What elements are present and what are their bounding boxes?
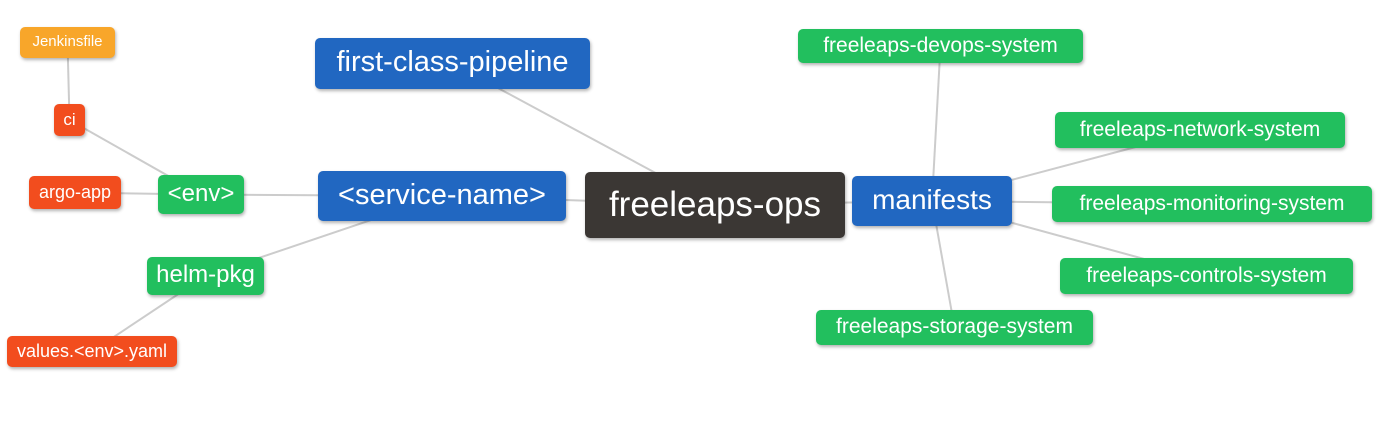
node-freeleaps-devops-system[interactable]: freeleaps-devops-system (798, 29, 1083, 63)
node-ci[interactable]: ci (54, 104, 85, 136)
node-first-class-pipeline[interactable]: first-class-pipeline (315, 38, 590, 89)
node-service-name[interactable]: <service-name> (318, 171, 566, 221)
node-freeleaps-monitoring-system[interactable]: freeleaps-monitoring-system (1052, 186, 1372, 222)
node-env[interactable]: <env> (158, 175, 244, 214)
node-freeleaps-storage-system[interactable]: freeleaps-storage-system (816, 310, 1093, 345)
node-manifests[interactable]: manifests (852, 176, 1012, 226)
node-helm-pkg[interactable]: helm-pkg (147, 257, 264, 295)
node-jenkinsfile[interactable]: Jenkinsfile (20, 27, 115, 58)
node-argo-app[interactable]: argo-app (29, 176, 121, 209)
node-values-env-yaml[interactable]: values.<env>.yaml (7, 336, 177, 367)
edge-manifests--freeleaps-devops-system (931, 45, 942, 202)
node-freeleaps-ops[interactable]: freeleaps-ops (585, 172, 845, 238)
node-freeleaps-controls-system[interactable]: freeleaps-controls-system (1060, 258, 1353, 294)
node-freeleaps-network-system[interactable]: freeleaps-network-system (1055, 112, 1345, 148)
